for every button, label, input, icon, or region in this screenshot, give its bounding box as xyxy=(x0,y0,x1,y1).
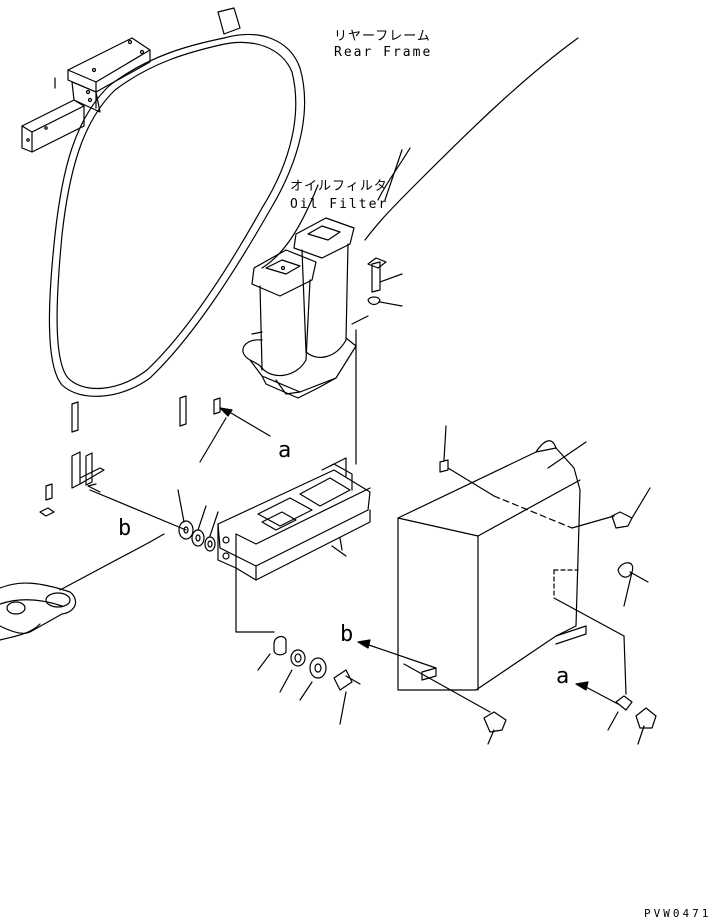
oil-filter-label-en: Oil Filter xyxy=(290,197,389,212)
rear-frame xyxy=(21,7,306,517)
filter-cover xyxy=(397,425,627,713)
rear-frame-label-en: Rear Frame xyxy=(334,45,433,60)
cover-hardware xyxy=(483,487,657,745)
mount-hardware-lower xyxy=(235,631,361,725)
oil-filter-assembly xyxy=(242,217,403,465)
callout-a-lower: a xyxy=(556,664,570,689)
frame-bracket-lower xyxy=(0,582,77,641)
callout-a-upper: a xyxy=(278,438,292,463)
rear-frame-label-jp: リヤーフレーム xyxy=(334,29,431,44)
frame-edge-lines xyxy=(261,37,579,269)
callout-arrows xyxy=(199,407,619,705)
oil-filter-label-jp: オイルフィルタ xyxy=(290,179,388,194)
callout-b-right: b xyxy=(340,622,354,647)
filter-bracket xyxy=(217,457,371,633)
callout-b-left: b xyxy=(118,516,132,541)
drawing-code: PVW0471 xyxy=(644,907,709,920)
washers-left xyxy=(59,483,219,591)
